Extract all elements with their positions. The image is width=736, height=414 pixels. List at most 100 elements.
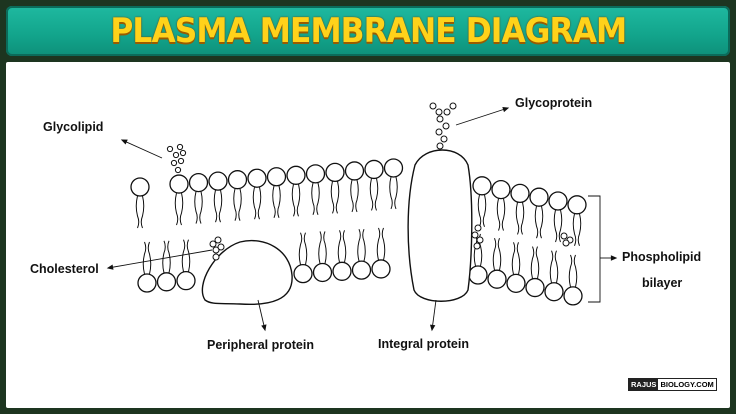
phospholipid-tail bbox=[296, 184, 301, 217]
arrow-glycolipid-head bbox=[120, 139, 128, 145]
cholesterol-molecule bbox=[212, 253, 220, 261]
phospholipid-tail bbox=[337, 230, 342, 263]
label-phospholipid: Phospholipid bbox=[622, 250, 702, 264]
sugar-glycoprotein bbox=[449, 102, 457, 110]
bilayer-bracket bbox=[588, 195, 601, 303]
phospholipid-tail bbox=[298, 232, 303, 265]
phospholipid-tail bbox=[238, 188, 242, 221]
arrow-glycolipid bbox=[121, 139, 163, 159]
cholesterol-molecule bbox=[214, 236, 222, 244]
phospholipid-head bbox=[227, 170, 248, 190]
arrow-phospholipid-head bbox=[610, 255, 618, 261]
phospholipid-head bbox=[312, 262, 333, 283]
phospholipid-head bbox=[544, 282, 564, 302]
phospholipid-tail bbox=[369, 178, 374, 211]
cholesterol-molecule bbox=[212, 246, 220, 254]
phospholipid-tail bbox=[558, 209, 563, 243]
phospholipid-tail bbox=[355, 179, 359, 213]
cholesterol-molecule bbox=[471, 231, 479, 239]
phospholipid-tail bbox=[549, 250, 554, 283]
phospholipid-tail bbox=[568, 254, 573, 288]
label-cholesterol: Cholesterol bbox=[30, 262, 99, 276]
phospholipid-tail bbox=[496, 198, 501, 231]
phospholipid-tail bbox=[389, 176, 393, 210]
cholesterol-molecule bbox=[209, 240, 217, 248]
phospholipid-head bbox=[176, 271, 196, 291]
phospholipid-tail bbox=[135, 195, 140, 229]
phospholipid-head bbox=[247, 168, 267, 188]
phospholipid-tail bbox=[573, 254, 578, 288]
phospholipid-tail bbox=[291, 184, 296, 217]
label-bilayer: bilayer bbox=[642, 276, 683, 290]
phospholipid-tail bbox=[477, 194, 482, 227]
arrow-cholesterol bbox=[107, 249, 213, 269]
phospholipid-tail bbox=[394, 176, 398, 210]
phospholipid-head bbox=[548, 191, 568, 211]
phospholipid-tail bbox=[140, 195, 145, 229]
phospholipid-tail bbox=[530, 246, 535, 279]
phospholipid-head bbox=[344, 161, 365, 181]
phospholipid-head bbox=[130, 177, 150, 197]
phospholipid-head bbox=[510, 183, 530, 204]
arrow-glycoprotein-head bbox=[502, 107, 510, 113]
phospholipid-tail bbox=[233, 188, 237, 221]
phospholipid-tail bbox=[376, 227, 381, 261]
phospholipid-tail bbox=[174, 192, 179, 226]
phospholipid-tail bbox=[213, 190, 218, 223]
cholesterol-molecule bbox=[474, 224, 482, 232]
phospholipid-tail bbox=[516, 242, 521, 275]
page-title: PLASMA MEMBRANE DIAGRAM bbox=[110, 11, 627, 51]
sugar-glycoprotein bbox=[440, 135, 448, 143]
sugar-glycolipid bbox=[177, 157, 185, 165]
phospholipid-head bbox=[487, 269, 507, 289]
phospholipid-head bbox=[188, 172, 209, 193]
phospholipid-head bbox=[286, 165, 306, 185]
phospholipid-tail bbox=[303, 232, 308, 265]
phospholipid-head bbox=[525, 277, 545, 298]
phospholipid-tail bbox=[492, 237, 497, 271]
logo-part2: BIOLOGY.COM bbox=[660, 380, 714, 389]
phospholipid-tail bbox=[311, 182, 315, 216]
phospholipid-head bbox=[325, 162, 345, 183]
diagram-panel bbox=[6, 62, 730, 408]
sugar-glycolipid bbox=[172, 151, 180, 159]
phospholipid-tail bbox=[194, 191, 198, 224]
phospholipid-tail bbox=[252, 187, 257, 220]
phospholipid-tail bbox=[186, 239, 191, 272]
phospholipid-tail bbox=[257, 187, 262, 220]
cholesterol-molecule bbox=[476, 236, 484, 244]
phospholipid-tail bbox=[381, 227, 386, 261]
phospholipid-tail bbox=[316, 182, 320, 216]
phospholipid-tail bbox=[218, 190, 223, 223]
sugar-glycoprotein bbox=[443, 108, 451, 116]
phospholipid-head bbox=[351, 260, 372, 280]
phospholipid-head bbox=[383, 158, 404, 178]
phospholipid-tail bbox=[501, 198, 506, 231]
cholesterol-molecule bbox=[473, 242, 481, 250]
phospholipid-tail bbox=[511, 242, 516, 275]
sugar-glycoprotein bbox=[442, 122, 450, 130]
phospholipid-head bbox=[305, 164, 326, 184]
phospholipid-tail bbox=[272, 185, 276, 218]
phospholipid-head bbox=[567, 195, 587, 215]
phospholipid-tail bbox=[323, 231, 327, 264]
sugar-glycoprotein bbox=[429, 102, 437, 110]
phospholipid-tail bbox=[167, 240, 171, 273]
sugar-glycoprotein bbox=[435, 108, 443, 116]
phospholipid-head bbox=[371, 259, 391, 279]
phospholipid-tail bbox=[520, 202, 525, 235]
phospholipid-tail bbox=[554, 250, 559, 283]
phospholipid-tail bbox=[162, 240, 166, 273]
integral-protein bbox=[407, 149, 473, 302]
phospholipid-head bbox=[156, 272, 177, 292]
sugar-glycoprotein bbox=[435, 128, 443, 136]
arrow-glycoprotein bbox=[455, 107, 509, 126]
sugar-glycoprotein bbox=[436, 115, 444, 123]
phospholipid-tail bbox=[473, 233, 478, 267]
phospholipid-head bbox=[468, 265, 488, 285]
sugar-glycolipid bbox=[174, 166, 182, 174]
sugar-glycolipid bbox=[179, 149, 187, 157]
phospholipid-tail bbox=[350, 179, 354, 213]
title-banner: PLASMA MEMBRANE DIAGRAM bbox=[6, 6, 730, 56]
